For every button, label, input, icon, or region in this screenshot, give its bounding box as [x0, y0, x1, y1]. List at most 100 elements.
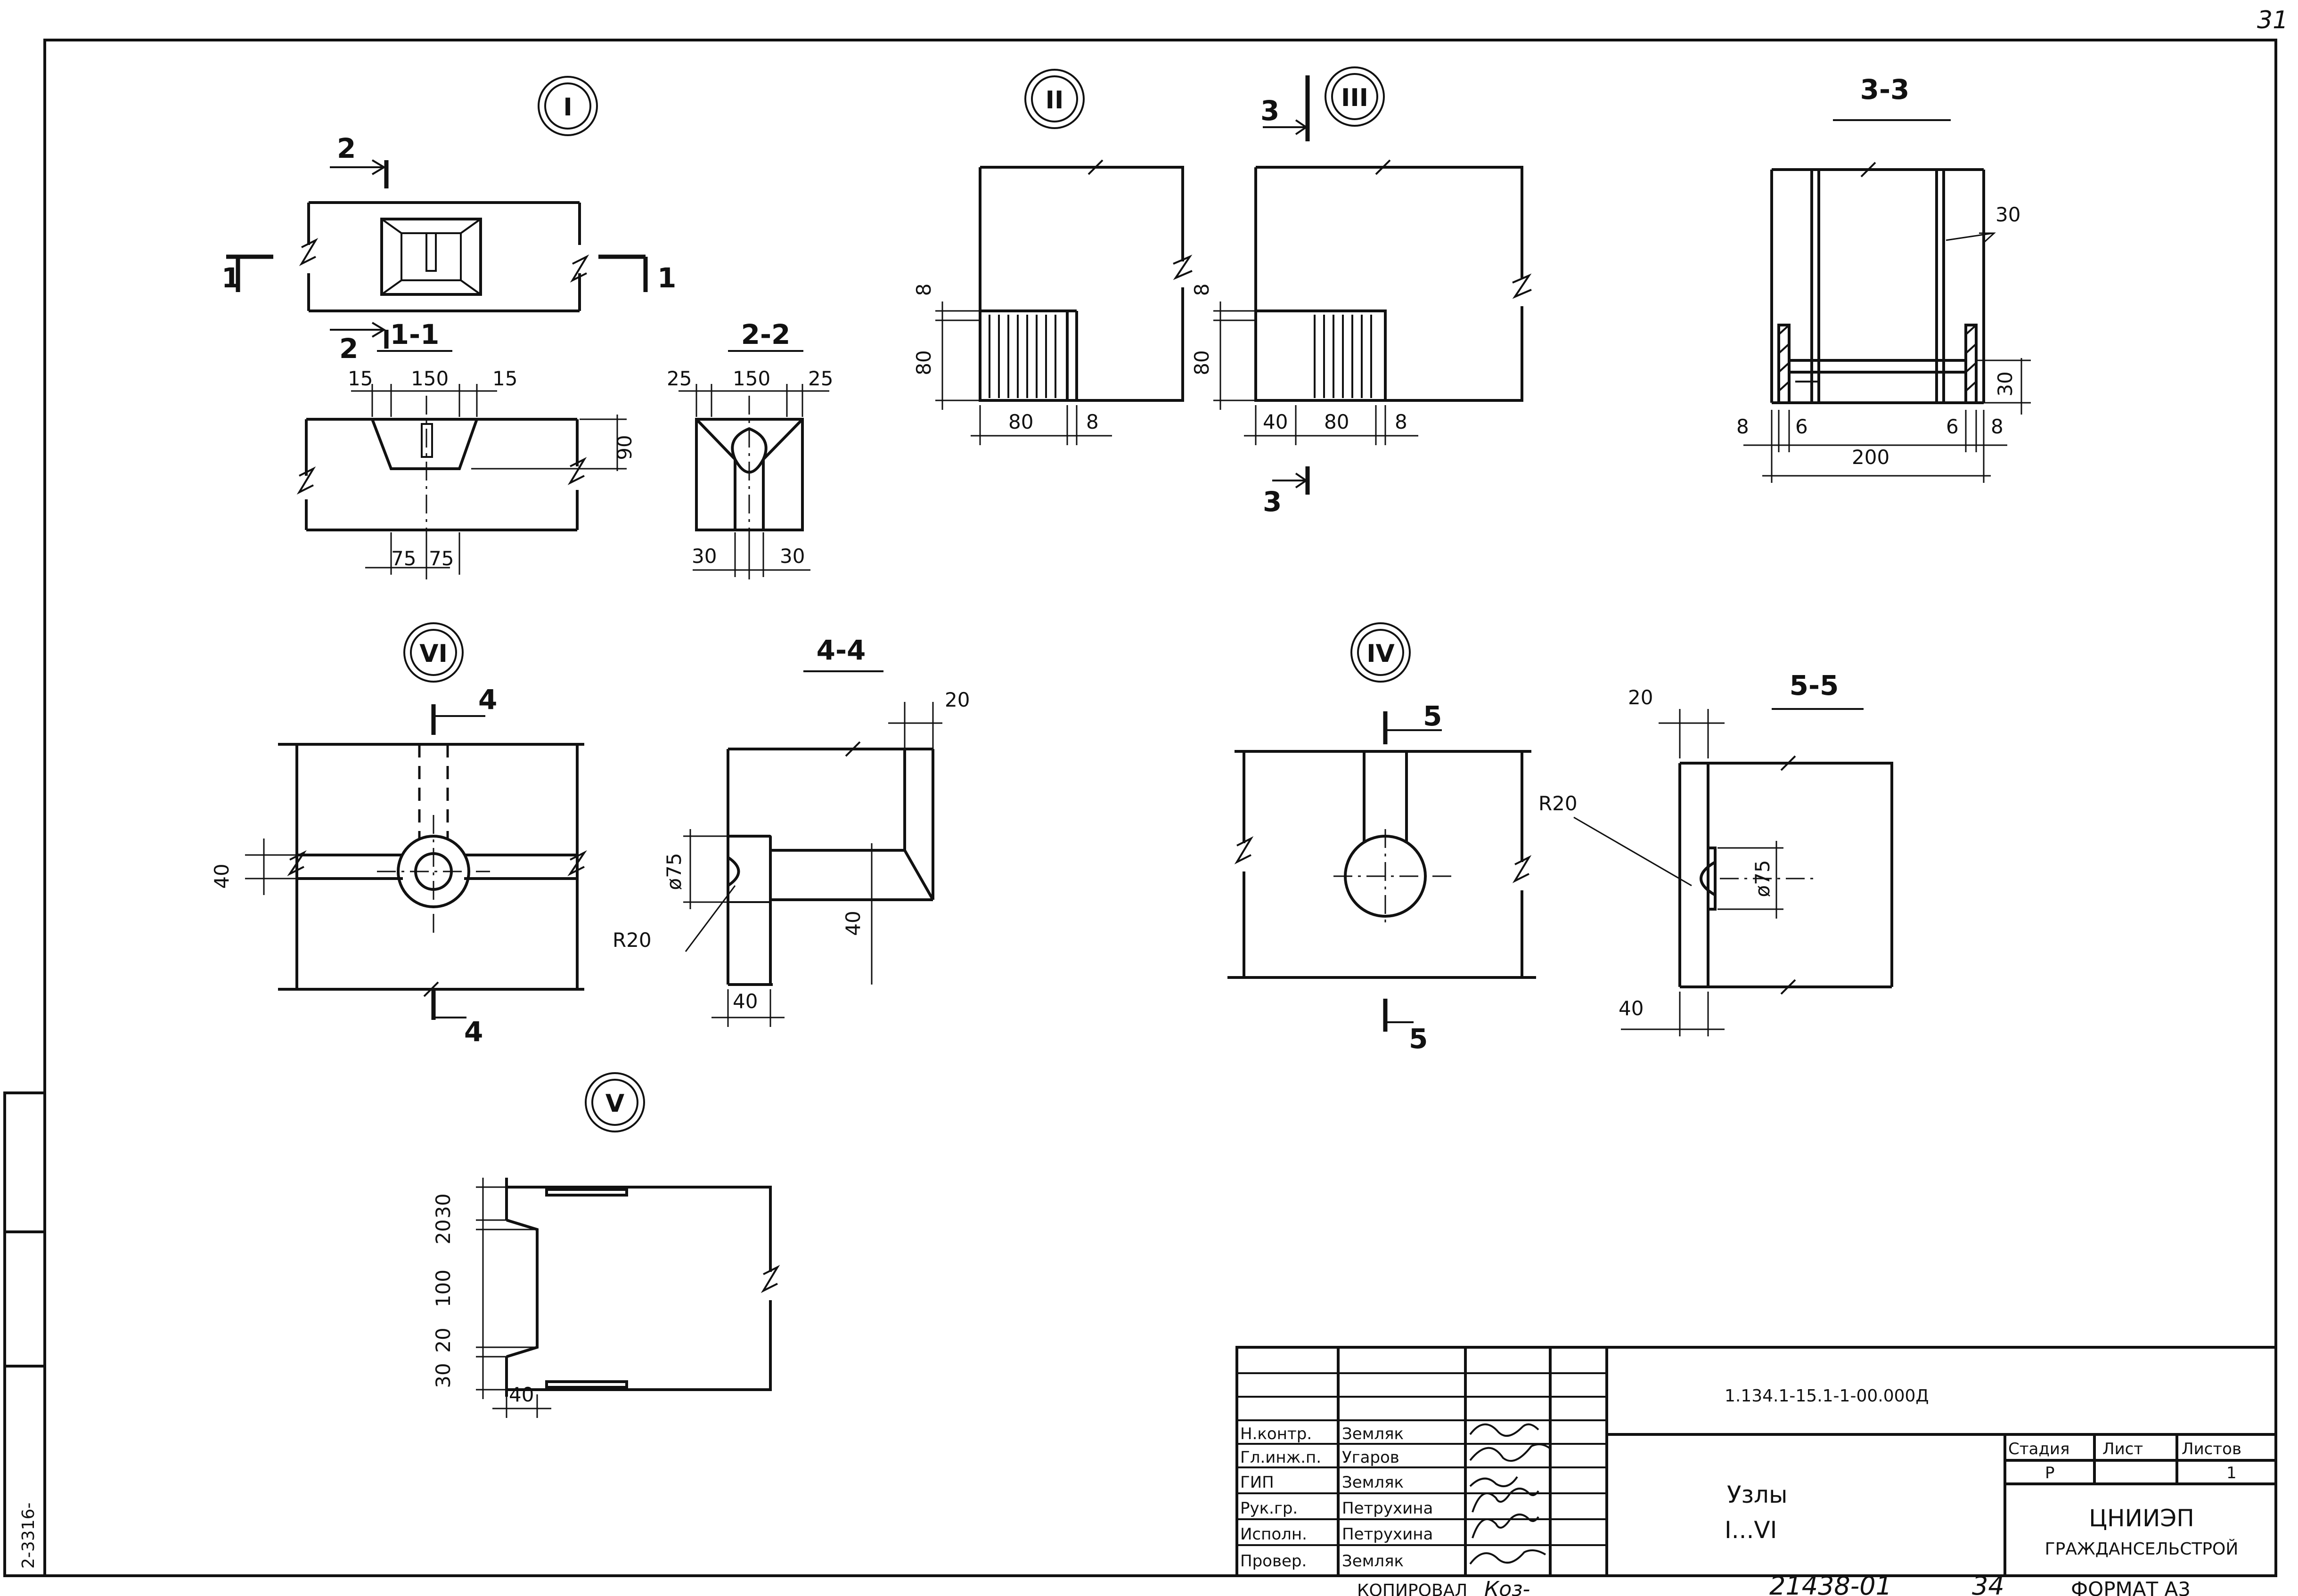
dim-40-s44-h: 40	[733, 990, 758, 1013]
dim-30-s33-right: 30	[1994, 371, 2017, 396]
dim-40-n3: 40	[1263, 410, 1288, 433]
dim-6-s33-left: 6	[1795, 415, 1808, 438]
section-4-4-label: 4-4	[817, 634, 866, 666]
node-4-label: IV	[1366, 640, 1395, 668]
dim-8-n3-h: 8	[1395, 410, 1407, 433]
dim-80-n3-h: 80	[1324, 410, 1349, 433]
node-3-detail: 3 3 8 80 40 80 8	[1190, 75, 1532, 518]
node-6-callout: VI	[403, 622, 464, 683]
node-1-callout: I	[538, 76, 598, 136]
cut-1-right: 1	[657, 262, 676, 294]
dim-30-n5-top: 30	[432, 1193, 455, 1218]
cut-3-top: 3	[1260, 95, 1279, 127]
dim-dia75-n6: ø75	[662, 853, 686, 890]
section-3-3-label: 3-3	[1860, 73, 1910, 106]
title-block: Н.контр. Земляк Гл.инж.п. Угаров ГИП Зем…	[1235, 1346, 2277, 1577]
dim-40-s55: 40	[1619, 997, 1644, 1020]
name-6: Земляк	[1342, 1552, 1404, 1571]
name-5: Петрухина	[1342, 1525, 1433, 1544]
dim-80-n3-v: 80	[1190, 350, 1213, 375]
dim-8-n2: 8	[912, 284, 935, 296]
cut-5-bottom: 5	[1409, 1023, 1428, 1055]
name-4: Петрухина	[1342, 1499, 1433, 1518]
dim-25-right: 25	[808, 367, 833, 390]
section-5-5: 5-5 ø75 20 R20 40	[1538, 669, 1893, 1036]
page-number: 31	[2257, 6, 2288, 34]
dim-8-n3: 8	[1190, 284, 1213, 296]
dim-75-left: 75	[391, 547, 416, 570]
dim-15-right: 15	[492, 367, 517, 390]
role-2: Гл.инж.п.	[1240, 1448, 1321, 1467]
dim-40-s44-v: 40	[842, 911, 865, 936]
cut-5-top: 5	[1423, 700, 1442, 732]
role-5: Исполн.	[1240, 1525, 1307, 1544]
node-6-plan: 4 4 40	[210, 684, 587, 1048]
node-1-label: I	[563, 93, 572, 122]
copied-by-label: КОПИРОВАЛ	[1357, 1581, 1467, 1596]
node-5-callout: V	[585, 1072, 645, 1132]
role-6: Провер.	[1240, 1552, 1307, 1571]
dim-8-s33-left: 8	[1736, 415, 1749, 438]
node-4-plan: 5 5	[1227, 700, 1536, 1055]
sheets-total: 1	[2226, 1464, 2237, 1482]
order-number: 21438-01	[1769, 1571, 1892, 1596]
stage-header: Стадия	[2008, 1440, 2069, 1458]
section-4-4: 4-4 ø75 40 20 R20 40	[613, 634, 970, 1027]
section-2-2: 2-2 25 150 25 30 30	[667, 318, 833, 584]
dim-150-top: 150	[411, 367, 449, 390]
sheets-header: Листов	[2182, 1440, 2241, 1458]
node-5-detail: 30 20 100 20 30 40	[432, 1178, 780, 1418]
node-2-callout: II	[1024, 69, 1085, 129]
name-3: Земляк	[1342, 1473, 1404, 1492]
sheet-ref: 34	[1972, 1571, 2004, 1596]
cut-4-bottom: 4	[464, 1016, 483, 1048]
title-line-2: I...VI	[1725, 1516, 1777, 1544]
dim-75-right: 75	[429, 547, 454, 570]
role-3: ГИП	[1240, 1473, 1274, 1492]
stage-value: Р	[2045, 1464, 2055, 1482]
dim-90: 90	[613, 435, 636, 460]
dim-20-n5-top: 20	[432, 1219, 455, 1244]
cut-2-bottom: 2	[339, 333, 358, 365]
name-2: Угаров	[1342, 1448, 1399, 1467]
dim-8-s33-right: 8	[1991, 415, 2004, 438]
node-1-plan: 1 1 2 2	[221, 132, 676, 365]
dim-20-n5-bottom: 20	[432, 1327, 455, 1352]
title-line-1: Узлы	[1727, 1481, 1788, 1508]
cut-3-bottom: 3	[1263, 486, 1282, 518]
dim-30-right-s22: 30	[780, 545, 805, 568]
dim-30-n5-bottom: 30	[432, 1363, 455, 1388]
node-2-label: II	[1046, 86, 1064, 114]
dim-20-s55: 20	[1628, 686, 1653, 709]
name-1: Земляк	[1342, 1425, 1404, 1443]
side-stamp-text: 2-3316-	[19, 1502, 38, 1569]
node-3-label: III	[1341, 84, 1368, 112]
dim-150-s22: 150	[733, 367, 770, 390]
dim-200: 200	[1852, 446, 1889, 469]
dim-40-n6: 40	[210, 863, 233, 888]
dim-25-left: 25	[667, 367, 692, 390]
node-3-callout: III	[1325, 66, 1385, 127]
dim-100-n5: 100	[432, 1270, 455, 1307]
dim-80-n2-h: 80	[1008, 410, 1033, 433]
section-2-2-label: 2-2	[741, 318, 791, 350]
signatures	[1469, 1423, 1551, 1565]
org-line-1: ЦНИИЭП	[2089, 1505, 2194, 1532]
cut-2-top: 2	[337, 132, 356, 164]
format-label: ФОРМАТ А3	[2071, 1578, 2191, 1596]
role-4: Рук.гр.	[1240, 1499, 1298, 1518]
org-line-2: ГРАЖДАНСЕЛЬСТРОЙ	[2045, 1539, 2239, 1559]
r20-s44: R20	[613, 928, 652, 952]
node-4-callout: IV	[1350, 622, 1411, 683]
dim-30-s33-top: 30	[1995, 203, 2020, 226]
section-1-1: 1-1 15 150 15 90 75 75	[296, 318, 636, 584]
node-6-label: VI	[419, 640, 448, 668]
section-1-1-label: 1-1	[390, 318, 440, 350]
dim-15-left: 15	[348, 367, 373, 390]
dim-6-s33-right: 6	[1946, 415, 1959, 438]
section-3-3: 3-3 30 30 8 6 6 8 200	[1736, 73, 2031, 483]
dim-40-n5: 40	[509, 1383, 534, 1406]
r20-s55: R20	[1538, 792, 1578, 815]
dim-8-n2-h: 8	[1086, 410, 1099, 433]
